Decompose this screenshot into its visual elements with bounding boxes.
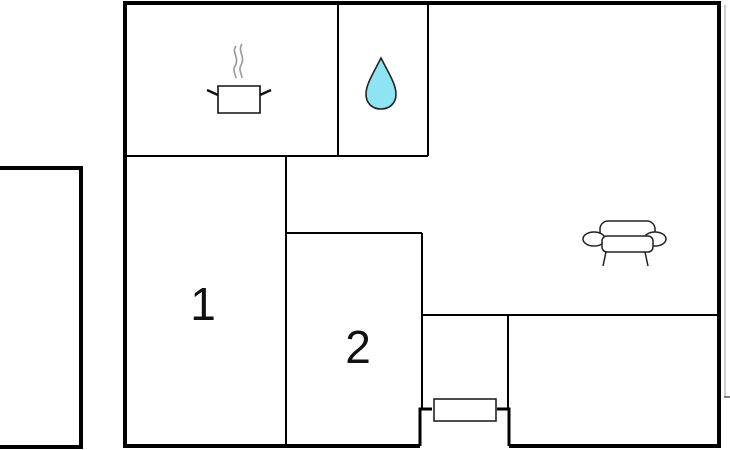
adjacent-structure bbox=[0, 166, 83, 449]
doormat-icon bbox=[433, 398, 497, 422]
cooking-pot-icon bbox=[206, 43, 272, 114]
room-2-label: 2 bbox=[345, 321, 371, 373]
sofa-icon bbox=[582, 220, 667, 267]
right-gutter bbox=[724, 5, 730, 398]
water-drop-icon bbox=[365, 56, 397, 110]
room-1-label: 1 bbox=[190, 278, 216, 330]
interior-walls bbox=[125, 3, 719, 446]
